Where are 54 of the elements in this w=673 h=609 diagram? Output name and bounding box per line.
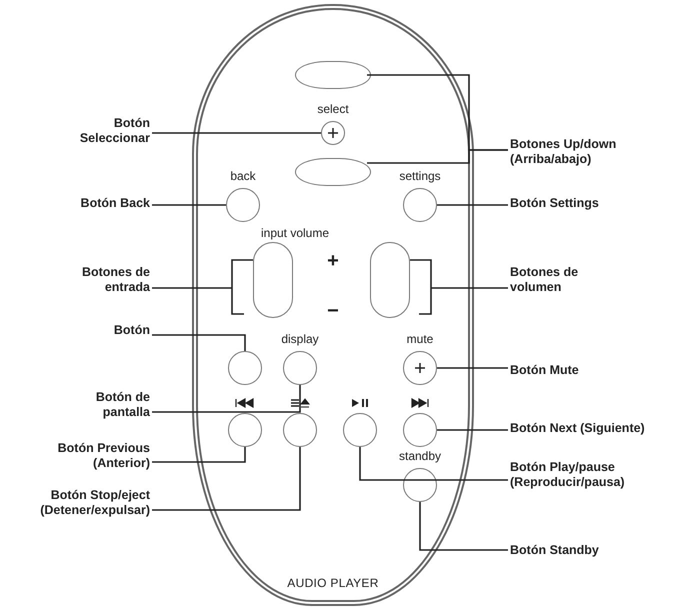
leader-line [359, 447, 508, 481]
leader-line [437, 367, 508, 369]
round-button [226, 188, 260, 222]
button-label: standby [398, 449, 442, 463]
leader-line [437, 429, 508, 431]
round-button [283, 351, 317, 385]
callout-text: Botón Mute [510, 362, 650, 378]
callout-text: Botón Stop/eject (Detener/expulsar) [0, 488, 150, 518]
button-label: select [317, 102, 349, 116]
round-button [228, 413, 262, 447]
leader-line [152, 385, 301, 413]
rocker-button [253, 242, 293, 318]
leader-line [409, 259, 509, 315]
leader-line [151, 259, 254, 315]
callout-text: Botón [60, 322, 150, 338]
callout-text: Botón Previous (Anterior) [30, 441, 150, 471]
round-button [321, 121, 345, 145]
remote-body [192, 4, 474, 606]
button-label: back [230, 169, 256, 183]
round-button [403, 351, 437, 385]
leader-line [152, 132, 321, 134]
callout-text: Botón de pantalla [60, 390, 150, 420]
round-button [228, 351, 262, 385]
callout-text: Botones Up/down (Arriba/abajo) [510, 137, 660, 167]
model-text: AUDIO PLAYER [286, 576, 380, 590]
rocker-button [295, 61, 371, 89]
round-button [403, 468, 437, 502]
leader-line [152, 334, 246, 351]
round-button [283, 413, 317, 447]
callout-text: Botón Back [30, 196, 150, 210]
button-label: settings [399, 169, 441, 183]
callout-text: Botón Settings [510, 196, 650, 210]
round-button [403, 413, 437, 447]
callout-text: Botones de entrada [60, 265, 150, 295]
leader-line [152, 447, 246, 463]
sign-label: − [327, 300, 339, 323]
callout-text: Botón Next (Siguiente) [510, 420, 650, 436]
button-label: display [281, 332, 319, 346]
leader-line [152, 447, 301, 511]
button-label: mute [406, 332, 434, 346]
callout-text: Botón Standby [510, 542, 650, 558]
rocker-button [370, 242, 410, 318]
round-button [343, 413, 377, 447]
callout-text: Botones de volumen [510, 265, 600, 295]
callout-text: Botón Seleccionar [60, 116, 150, 146]
button-group-label: input volume [260, 226, 330, 240]
callout-text: Botón Play/pause (Reproducir/pausa) [510, 460, 670, 490]
leader-line [367, 149, 508, 164]
leader-line [437, 204, 508, 206]
sign-label: + [327, 250, 339, 273]
leader-line [419, 502, 508, 551]
round-button [403, 188, 437, 222]
rocker-button [295, 158, 371, 186]
leader-line [152, 204, 226, 206]
